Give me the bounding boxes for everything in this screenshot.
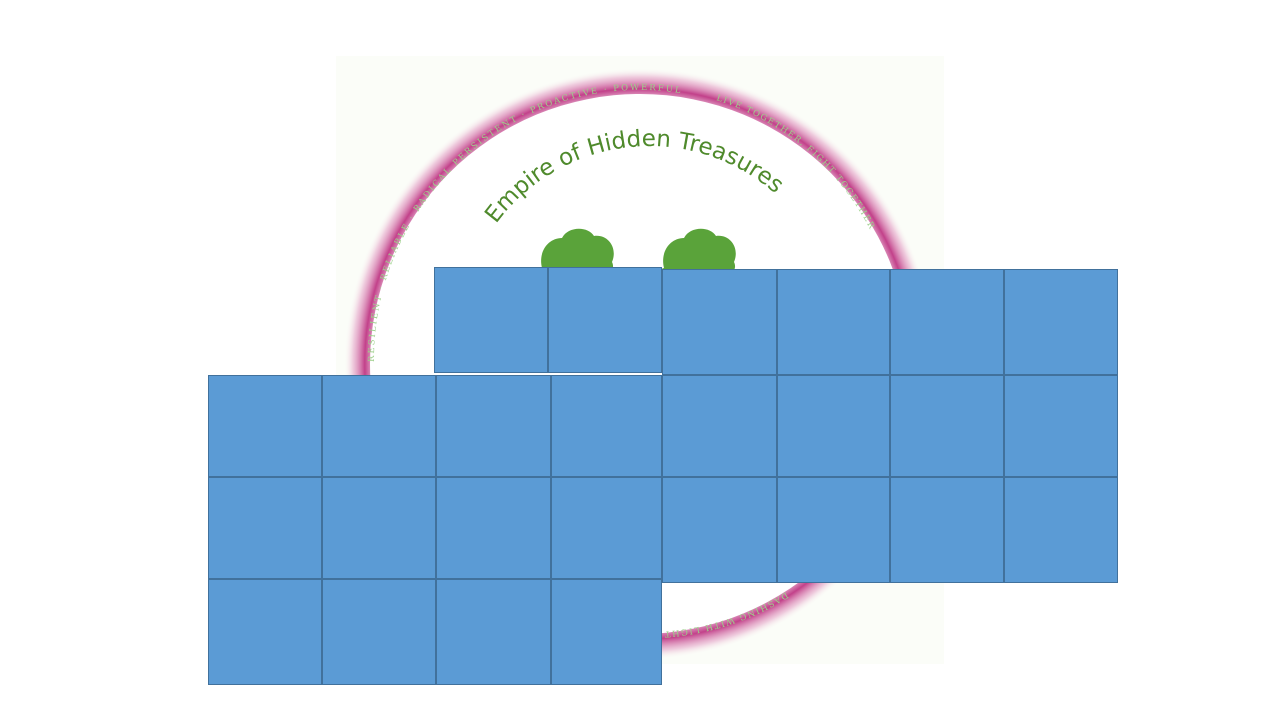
tile [208, 477, 322, 579]
tile [551, 579, 662, 685]
tile [322, 579, 436, 685]
tile [548, 267, 662, 373]
tree-icon-right [659, 228, 736, 277]
tree-icon-left [537, 228, 614, 277]
tile [777, 477, 890, 583]
tile [777, 375, 890, 477]
tile [322, 477, 436, 579]
tile [322, 375, 436, 477]
tile [551, 375, 662, 477]
tile [208, 375, 322, 477]
tile [436, 579, 551, 685]
tile [890, 477, 1004, 583]
tile [1004, 269, 1118, 375]
tile [777, 269, 890, 375]
tile [1004, 375, 1118, 477]
tile [436, 477, 551, 579]
tile [890, 269, 1004, 375]
tile [662, 375, 777, 477]
tile [551, 477, 662, 579]
tile [890, 375, 1004, 477]
tile [436, 375, 551, 477]
tile [662, 477, 777, 583]
tile [1004, 477, 1118, 583]
tile [208, 579, 322, 685]
tile [434, 267, 548, 373]
tile [662, 269, 777, 375]
